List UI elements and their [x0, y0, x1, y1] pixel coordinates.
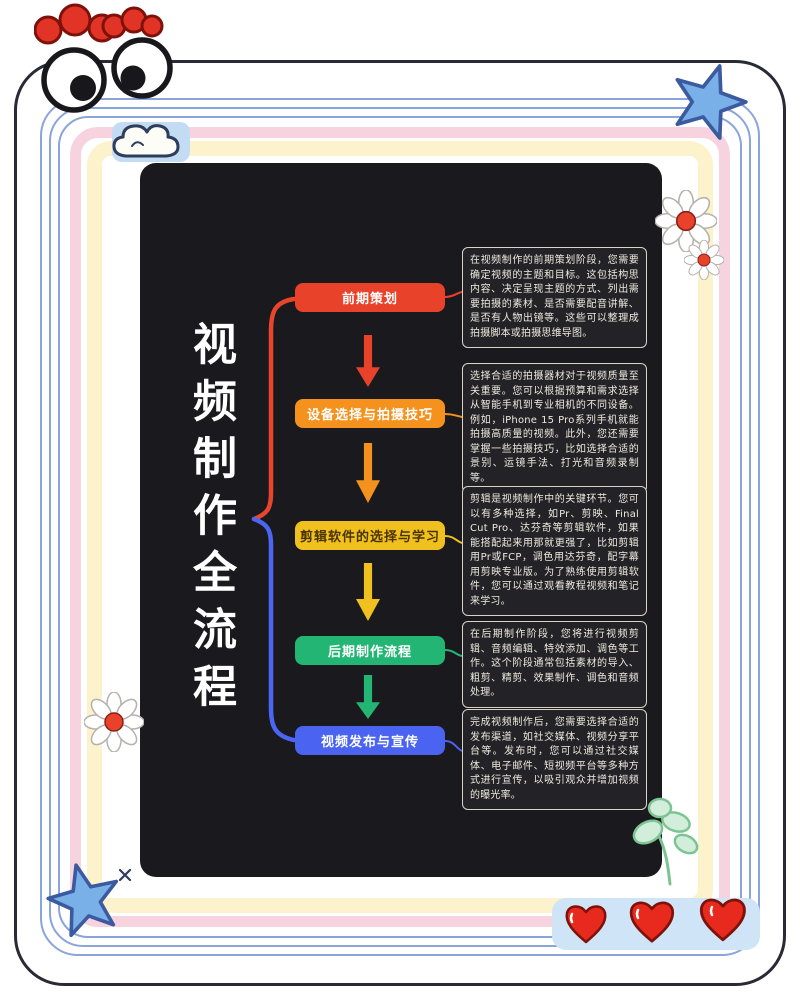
stage-description-box-1: 在视频制作的前期策划阶段，您需要确定视频的主题和目标。这包括构思内容、决定呈现主…	[462, 247, 647, 348]
flow-arrow-down-2	[356, 443, 380, 503]
stage-pill-preplanning: 前期策划	[295, 283, 445, 312]
connector-line-5	[444, 740, 463, 752]
googly-eyes-icon	[41, 37, 173, 113]
connector-line-1	[444, 291, 463, 298]
daisy-flower-icon	[84, 692, 144, 752]
daisy-flower-icon	[655, 190, 717, 252]
brace-top-half	[251, 296, 297, 522]
stage-pill-equipment: 设备选择与拍摄技巧	[295, 399, 445, 428]
cloud-doodle-icon	[112, 122, 190, 162]
stage-pill-publishing: 视频发布与宣传	[295, 726, 445, 755]
daisy-flower-icon	[684, 240, 724, 280]
brace-bottom-half	[251, 516, 297, 743]
star-icon	[675, 64, 748, 140]
page-title: 视频制作全流程	[185, 321, 236, 720]
red-scallops-icon	[101, 6, 164, 39]
stage-pill-postproduction: 后期制作流程	[295, 636, 445, 665]
connector-line-3	[444, 535, 463, 544]
star-icon	[46, 863, 119, 938]
stage-description-box-3: 剪辑是视频制作中的关键环节。您可以有多种选择，如Pr、剪映、Final Cut …	[462, 486, 647, 616]
hearts-background	[552, 898, 760, 950]
stage-description-box-2: 选择合适的拍摄器材对于视频质量至关重要。您可以根据预算和需求选择从智能手机到专业…	[462, 363, 647, 493]
flow-arrow-down-4	[356, 675, 380, 719]
stage-description-box-5: 完成视频制作后，您需要选择合适的发布渠道，如社交媒体、视频分享平台等。发布时，您…	[462, 709, 647, 810]
connector-line-4	[444, 649, 463, 657]
flow-arrow-down-1	[356, 335, 380, 387]
mindmap-panel: 视频制作全流程 前期策划 设备选择与拍摄技巧 剪辑软件的选择与学习 后期制作流程…	[140, 163, 662, 877]
stage-pill-editing-software: 剪辑软件的选择与学习	[295, 521, 445, 550]
flow-arrow-down-3	[356, 563, 380, 621]
cross-doodle-icon	[118, 868, 132, 882]
connector-line-2	[444, 413, 463, 418]
stage-description-box-4: 在后期制作阶段，您将进行视频剪辑、音频编辑、特效添加、调色等工作。这个阶段通常包…	[462, 621, 647, 708]
red-scallops-icon	[34, 3, 117, 45]
